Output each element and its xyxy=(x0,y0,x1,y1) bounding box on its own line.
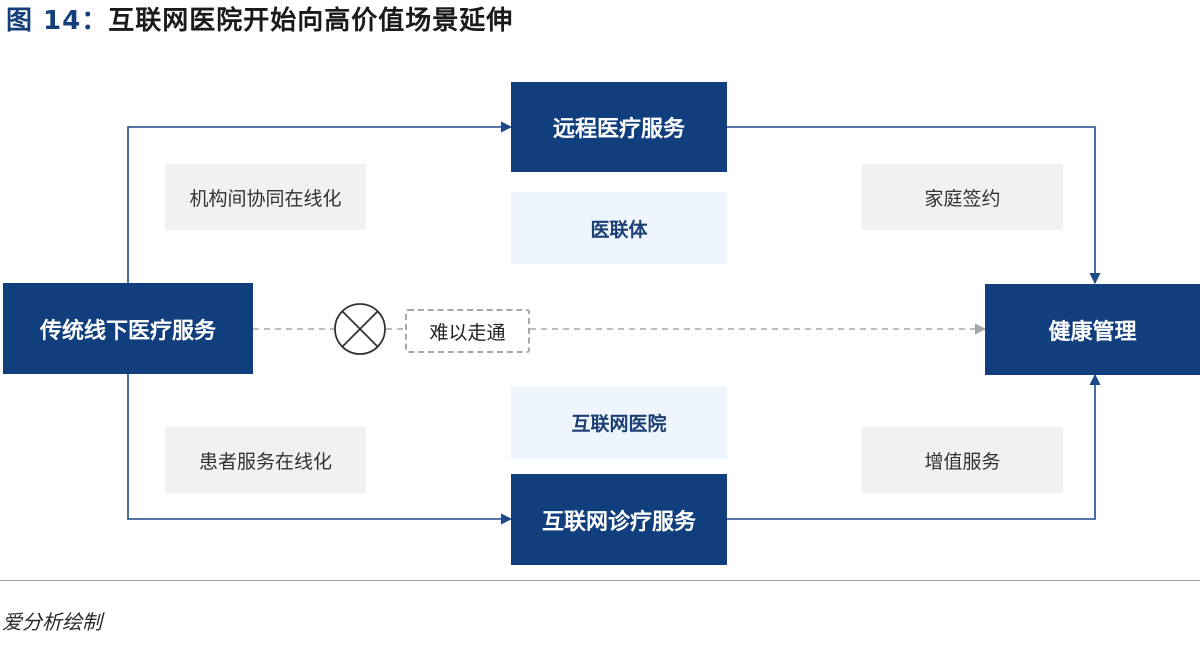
node-remote-medical: 远程医疗服务 xyxy=(511,82,727,172)
node-traditional-offline: 传统线下医疗服务 xyxy=(3,283,253,374)
figure-title-text: 互联网医院开始向高价值场景延伸 xyxy=(108,6,514,36)
label-institution-collab: 机构间协同在线化 xyxy=(165,164,366,230)
blocked-x-icon xyxy=(334,303,386,355)
figure-title: 图 14：互联网医院开始向高价值场景延伸 xyxy=(6,4,513,38)
source-note: 爱分析绘制 xyxy=(2,610,102,634)
node-internet-diagnosis: 互联网诊疗服务 xyxy=(511,474,727,565)
footer-divider xyxy=(0,580,1200,581)
node-health-management: 健康管理 xyxy=(985,284,1200,375)
label-blocked: 难以走通 xyxy=(405,309,530,353)
node-medical-alliance: 医联体 xyxy=(511,192,727,264)
arrow-diagnosis-to-health xyxy=(727,373,1101,520)
label-family-contract: 家庭签约 xyxy=(862,164,1063,230)
connector-lines xyxy=(127,121,1101,525)
node-internet-hospital: 互联网医院 xyxy=(511,386,727,459)
arrow-to-internet-diagnosis xyxy=(127,374,513,525)
label-patient-service: 患者服务在线化 xyxy=(165,427,366,493)
arrow-to-remote-medical xyxy=(127,121,513,283)
label-value-added: 增值服务 xyxy=(862,427,1063,493)
figure-label: 图 14： xyxy=(6,6,109,36)
arrow-remote-to-health xyxy=(727,126,1101,285)
